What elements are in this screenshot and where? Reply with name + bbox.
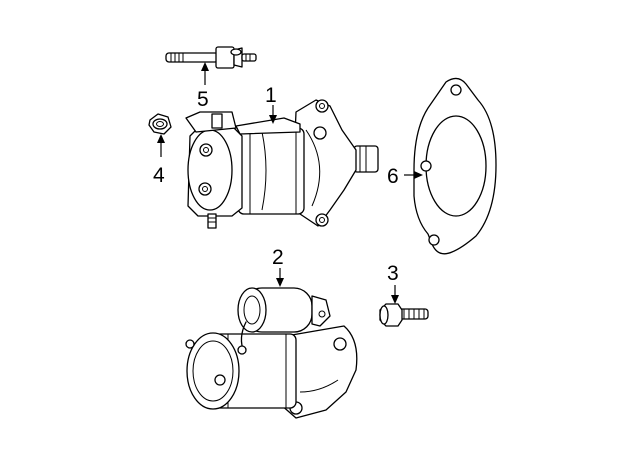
mounting-bolt-icon — [379, 303, 429, 327]
callout-1: 1 — [265, 84, 277, 124]
callout-6-label: 6 — [387, 165, 399, 188]
callout-5-label: 5 — [197, 88, 209, 111]
callout-4-label: 4 — [153, 164, 165, 187]
starter-motor-assembly-icon — [185, 99, 379, 229]
callout-6: 6 — [387, 165, 423, 188]
callout-1-label: 1 — [265, 84, 277, 107]
callout-2: 2 — [272, 246, 284, 287]
callout-3: 3 — [387, 262, 399, 304]
callout-4: 4 — [153, 134, 165, 187]
callout-2-label: 2 — [272, 246, 284, 269]
stud-bolt-icon — [165, 46, 257, 69]
callout-5: 5 — [197, 62, 209, 111]
starter-motor-icon — [185, 287, 358, 419]
nut-icon — [148, 113, 172, 135]
callout-3-label: 3 — [387, 262, 399, 285]
gasket-shim-icon — [413, 77, 497, 255]
